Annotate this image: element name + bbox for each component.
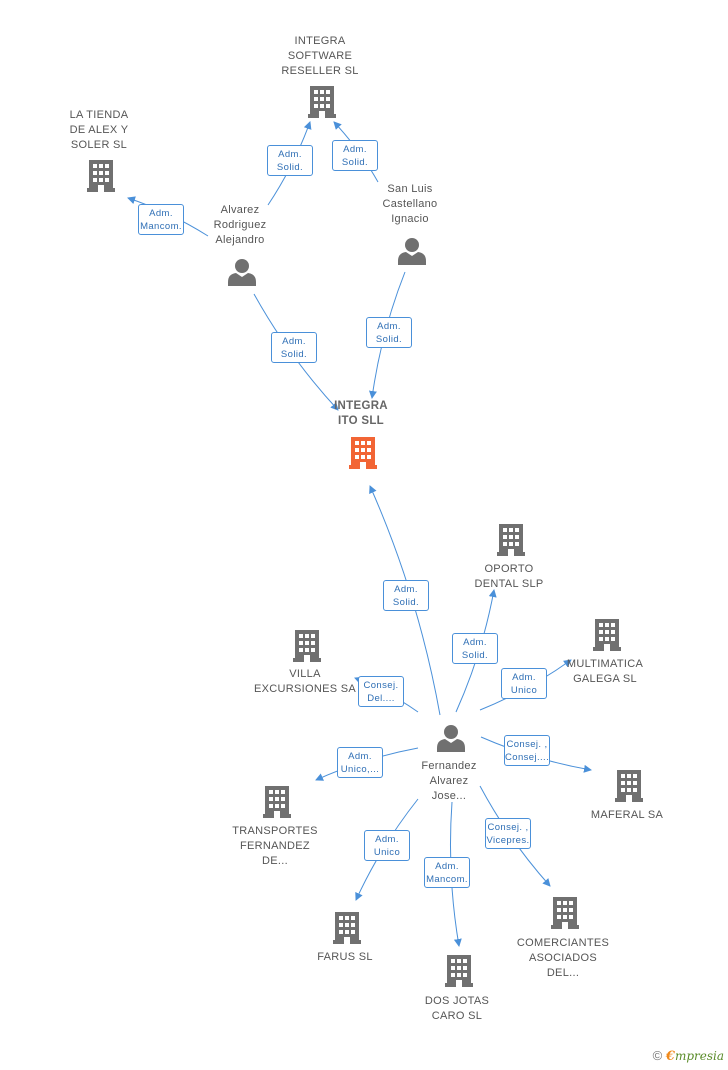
node-label-alvarez-rodriguez[interactable]: Alvarez Rodriguez Alejandro [213,203,267,246]
edge-label-alvarez-rodriguez-to-integra-ito[interactable]: Adm. Solid. [271,332,317,363]
edge-label-fernandez-alvarez-to-villa-excursiones[interactable]: Consej. Del.... [358,676,404,707]
edge-label-san-luis-to-integra-software[interactable]: Adm. Solid. [332,140,378,171]
building-icon-comerciantes[interactable] [551,897,579,929]
node-label-villa-excursiones[interactable]: VILLA EXCURSIONES SA [253,668,356,695]
edge-label-san-luis-to-integra-ito[interactable]: Adm. Solid. [366,317,412,348]
node-label-farus[interactable]: FARUS SL [317,950,373,963]
brand-logo-initial: € [665,1049,675,1064]
building-icon-transportes[interactable] [263,786,291,818]
building-icon-maferal[interactable] [615,770,643,802]
person-icon-san-luis[interactable] [398,238,426,265]
building-icon-multimatica[interactable] [593,619,621,651]
building-icon-dos-jotas[interactable] [445,955,473,987]
edge-label-fernandez-alvarez-to-integra-ito[interactable]: Adm. Solid. [383,580,429,611]
node-label-transportes[interactable]: TRANSPORTES FERNANDEZ DE... [232,824,318,867]
edge-label-fernandez-alvarez-to-dos-jotas[interactable]: Adm. Mancom. [424,857,470,888]
edge-label-alvarez-rodriguez-to-la-tienda[interactable]: Adm. Mancom. [138,204,184,235]
brand-logo-text: mpresia [674,1049,724,1063]
edge-label-fernandez-alvarez-to-maferal[interactable]: Consej. , Consej.... [504,735,550,766]
node-label-multimatica[interactable]: MULTIMATICA GALEGA SL [566,658,644,685]
building-icon-farus[interactable] [333,912,361,944]
node-label-fernandez-alvarez[interactable]: Fernandez Alvarez Jose... [421,759,477,802]
node-label-dos-jotas[interactable]: DOS JOTAS CARO SL [424,995,490,1022]
node-label-san-luis[interactable]: San Luis Castellano Ignacio [382,182,438,225]
edge-label-fernandez-alvarez-to-multimatica[interactable]: Adm. Unico [501,668,547,699]
building-icon-villa-excursiones[interactable] [293,630,321,662]
edge-label-alvarez-rodriguez-to-integra-software[interactable]: Adm. Solid. [267,145,313,176]
node-label-integra-software[interactable]: INTEGRA SOFTWARE RESELLER SL [281,34,359,77]
building-icon-la-tienda[interactable] [87,160,115,192]
node-label-integra-ito[interactable]: INTEGRA ITO SLL [334,400,388,427]
node-label-maferal[interactable]: MAFERAL SA [590,808,664,821]
footer-brand[interactable]: © €mpresia [653,1048,724,1064]
node-label-comerciantes[interactable]: COMERCIANTES ASOCIADOS DEL... [516,936,610,979]
person-icon-fernandez-alvarez[interactable] [437,725,465,752]
building-icon-integra-software[interactable] [308,86,336,118]
building-icon-integra-ito[interactable] [349,437,377,469]
person-icon-alvarez-rodriguez[interactable] [228,259,256,286]
edge-label-fernandez-alvarez-to-oporto-dental[interactable]: Adm. Solid. [452,633,498,664]
node-label-la-tienda[interactable]: LA TIENDA DE ALEX Y SOLER SL [69,108,129,151]
node-label-oporto-dental[interactable]: OPORTO DENTAL SLP [474,563,544,590]
edge-label-fernandez-alvarez-to-transportes[interactable]: Adm. Unico,... [337,747,383,778]
edge-label-fernandez-alvarez-to-comerciantes[interactable]: Consej. , Vicepres. [485,818,531,849]
edge-label-fernandez-alvarez-to-farus[interactable]: Adm. Unico [364,830,410,861]
copyright-symbol: © [652,1048,663,1063]
building-icon-oporto-dental[interactable] [497,524,525,556]
